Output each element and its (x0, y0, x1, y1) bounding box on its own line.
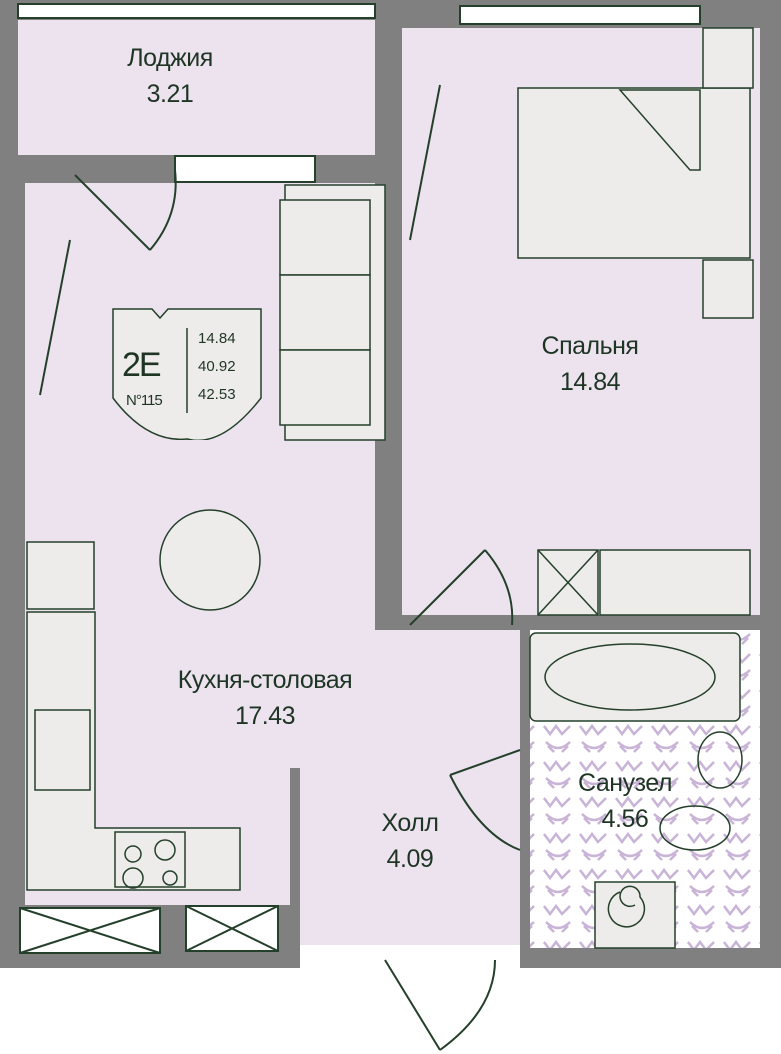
apartment-type: 2E (122, 346, 162, 384)
apartment-number: N°115 (126, 392, 163, 409)
room-name: Холл (381, 809, 439, 837)
apartment-badge: 2E N°115 14.84 40.92 42.53 (112, 308, 262, 440)
room-name: Кухня-столовая (177, 666, 353, 694)
room-area: 3.21 (146, 80, 194, 108)
room-label-hall: Холл 4.09 (330, 805, 490, 877)
room-area: 14.84 (559, 368, 621, 396)
room-area: 4.56 (601, 805, 649, 833)
room-area: 17.43 (234, 702, 296, 730)
room-label-loggia: Лоджия 3.21 (70, 40, 270, 112)
room-label-kitchen: Кухня-столовая 17.43 (130, 662, 400, 734)
room-area: 4.09 (386, 845, 434, 873)
total-area-with-loggia: 42.53 (198, 386, 236, 403)
room-name: Спальня (541, 332, 639, 360)
room-name: Санузел (578, 769, 672, 797)
loggia-floor (18, 20, 375, 155)
total-area: 40.92 (198, 358, 236, 375)
living-area: 14.84 (198, 330, 236, 347)
room-name: Лоджия (127, 44, 213, 72)
room-label-bathroom: Санузел 4.56 (545, 765, 705, 837)
room-label-bedroom: Спальня 14.84 (490, 328, 690, 400)
